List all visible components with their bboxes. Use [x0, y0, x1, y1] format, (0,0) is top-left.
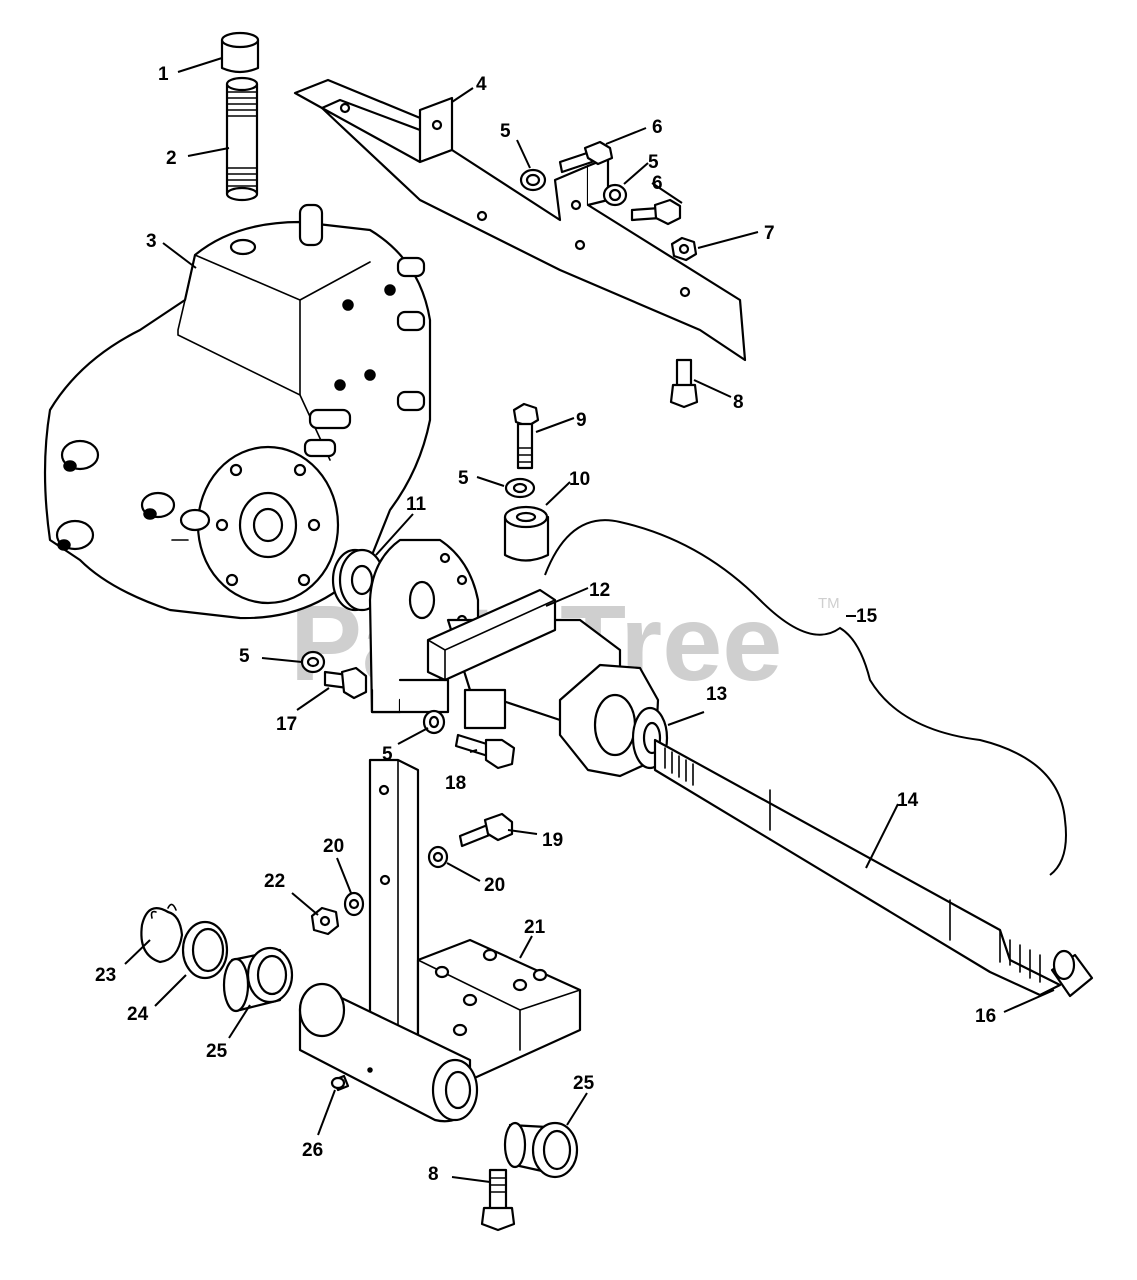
callout-6-lower: 6: [652, 173, 663, 194]
callout-4: 4: [476, 74, 487, 95]
callout-19: 19: [542, 830, 563, 851]
callout-22: 22: [264, 871, 285, 892]
part-17-bolt: [323, 666, 368, 700]
callout-25-left: 25: [206, 1041, 228, 1062]
part-20-washer-left: [343, 891, 365, 917]
callout-9: 9: [576, 410, 587, 431]
part-19-bolt: [458, 812, 514, 848]
part-9-bolt: [512, 402, 540, 470]
part-5-washer-lower: [422, 709, 446, 735]
callout-11: 11: [406, 494, 427, 515]
part-5-washer-middle: [504, 477, 536, 499]
callout-15: 15: [856, 606, 878, 627]
callout-2: 2: [166, 148, 177, 169]
watermark-trademark: TM: [818, 595, 840, 612]
callout-3: 3: [146, 231, 157, 252]
part-25-bushing-left: [222, 946, 294, 1013]
callout-1: 1: [158, 64, 169, 85]
part-18-bolt: [454, 733, 516, 770]
part-23-snap-ring: [140, 903, 184, 964]
part-21-bracket-assembly: [298, 758, 582, 1123]
callout-5-upper: 5: [500, 121, 511, 142]
part-15-wire: [544, 519, 1067, 876]
part-5-washer-right: [602, 183, 628, 207]
callout-8-lower: 8: [428, 1164, 439, 1185]
part-6-bolt-lower: [630, 198, 682, 226]
part-20-washer-right: [427, 845, 449, 869]
callout-13: 13: [706, 684, 727, 705]
part-7-nut: [670, 236, 698, 262]
part-3-gearbox-housing: [43, 203, 432, 620]
callout-labels: 1 2 3 4 5 6 5 6 7 8 9 5 10 11 12 15 13 1…: [95, 64, 996, 1185]
part-2-pipe-nipple: [225, 76, 259, 202]
callout-20-right: 20: [484, 875, 505, 896]
part-10-spacer: [503, 505, 550, 562]
callout-24: 24: [127, 1004, 149, 1025]
part-1-cap: [220, 31, 260, 74]
part-5-washer-upper: [519, 168, 547, 192]
callout-8-upper: 8: [733, 392, 744, 413]
callout-20-left: 20: [323, 836, 344, 857]
part-8-bolt-upper: [669, 358, 699, 409]
part-26-grease-fitting: [330, 1074, 350, 1092]
part-14-axle-shaft: [653, 738, 1062, 997]
part-25-bushing-right: [503, 1121, 579, 1179]
callout-25-right: 25: [573, 1073, 595, 1094]
callout-5-left: 5: [239, 646, 250, 667]
callout-21: 21: [524, 917, 546, 938]
callout-5-middle: 5: [458, 468, 469, 489]
callout-16: 16: [975, 1006, 996, 1027]
callout-7: 7: [764, 223, 775, 244]
callout-12: 12: [589, 580, 610, 601]
callout-5-right: 5: [648, 152, 659, 173]
callout-23: 23: [95, 965, 116, 986]
callout-6-upper: 6: [652, 117, 663, 138]
callout-5-lower: 5: [382, 744, 393, 765]
callout-18: 18: [445, 773, 466, 794]
callout-14: 14: [897, 790, 919, 811]
callout-10: 10: [569, 469, 590, 490]
leader-lines: [124, 57, 1055, 1183]
part-6-bolt-upper: [558, 140, 614, 174]
callout-26: 26: [302, 1140, 323, 1161]
part-24-ring-washer: [181, 920, 229, 980]
part-22-nut: [310, 906, 340, 936]
callout-17: 17: [276, 714, 297, 735]
part-8-bolt-lower: [480, 1168, 516, 1232]
part-16-cap: [1050, 949, 1094, 998]
part-4-bracket: [293, 78, 747, 362]
part-5-washer-left: [300, 650, 326, 674]
